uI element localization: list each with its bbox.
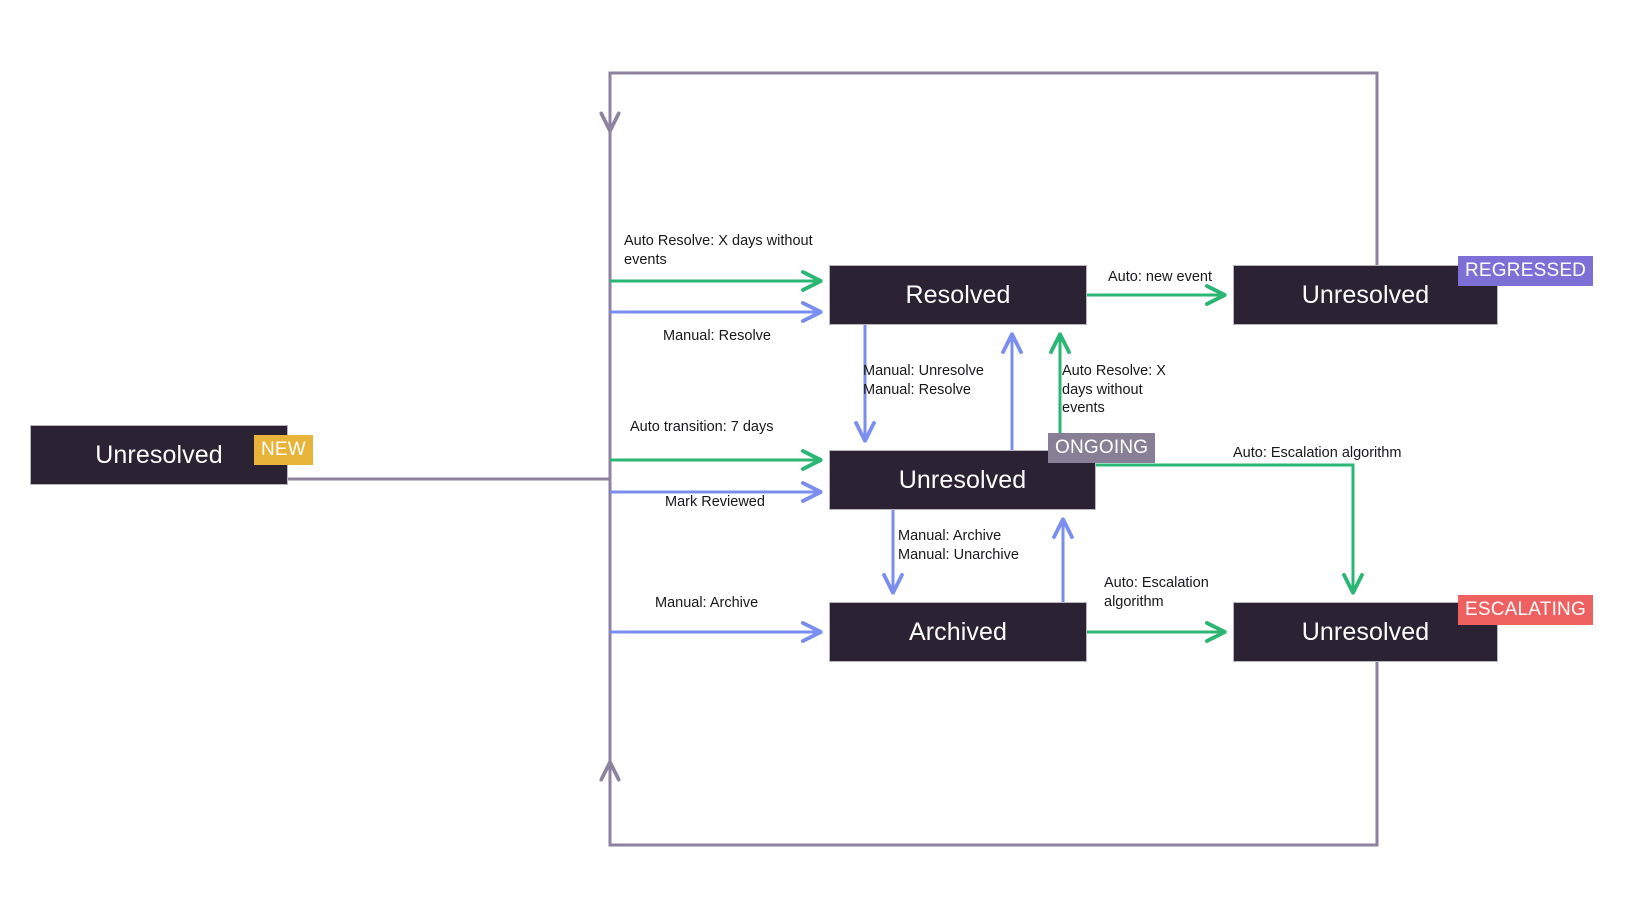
edge-label-auto-resolve-x-days-up: Auto Resolve: X days without events [1062, 363, 1166, 417]
status-badge-escalating: ESCALATING [1458, 595, 1593, 625]
edge-escalating-return-bottom [610, 662, 1379, 847]
state-node-unresolved-new[interactable]: Unresolved [30, 425, 288, 485]
edge-label-manual-resolve-top: Manual: Resolve [663, 328, 771, 344]
state-node-archived[interactable]: Archived [829, 602, 1087, 662]
edge-label-auto-escalation-algorithm: Auto: Escalation algorithm [1104, 575, 1209, 610]
edge-label-auto-transition-7-days: Auto transition: 7 days [630, 419, 774, 435]
state-node-unresolved-regressed[interactable]: Unresolved [1233, 265, 1498, 325]
state-node-label: Archived [908, 617, 1008, 646]
edge-label-manual-archive-unarchive: Manual: Archive Manual: Unarchive [898, 528, 1019, 563]
state-node-resolved[interactable]: Resolved [829, 265, 1087, 325]
edge-auto-escalation-from-ongoing [1096, 463, 1353, 592]
status-badge-regressed: REGRESSED [1458, 256, 1594, 286]
state-node-label: Unresolved [1301, 617, 1430, 646]
edge-label-manual-unresolve-resolve: Manual: Unresolve Manual: Resolve [863, 363, 984, 398]
state-node-label: Unresolved [1301, 280, 1430, 309]
edge-label-manual-archive: Manual: Archive [655, 595, 759, 611]
state-node-label: Unresolved [95, 440, 223, 469]
state-node-label: Resolved [905, 280, 1011, 309]
status-badge-ongoing: ONGOING [1048, 433, 1156, 463]
edge-label-auto-resolve-x-days: Auto Resolve: X days without events [624, 233, 813, 268]
state-node-unresolved-escalating[interactable]: Unresolved [1233, 602, 1498, 662]
status-badge-new: NEW [254, 435, 313, 465]
state-node-label: Unresolved [898, 465, 1027, 494]
edge-label-auto-new-event: Auto: new event [1108, 269, 1212, 285]
edge-label-mark-reviewed: Mark Reviewed [665, 494, 765, 510]
edge-label-auto-escalation-top: Auto: Escalation algorithm [1233, 445, 1402, 461]
